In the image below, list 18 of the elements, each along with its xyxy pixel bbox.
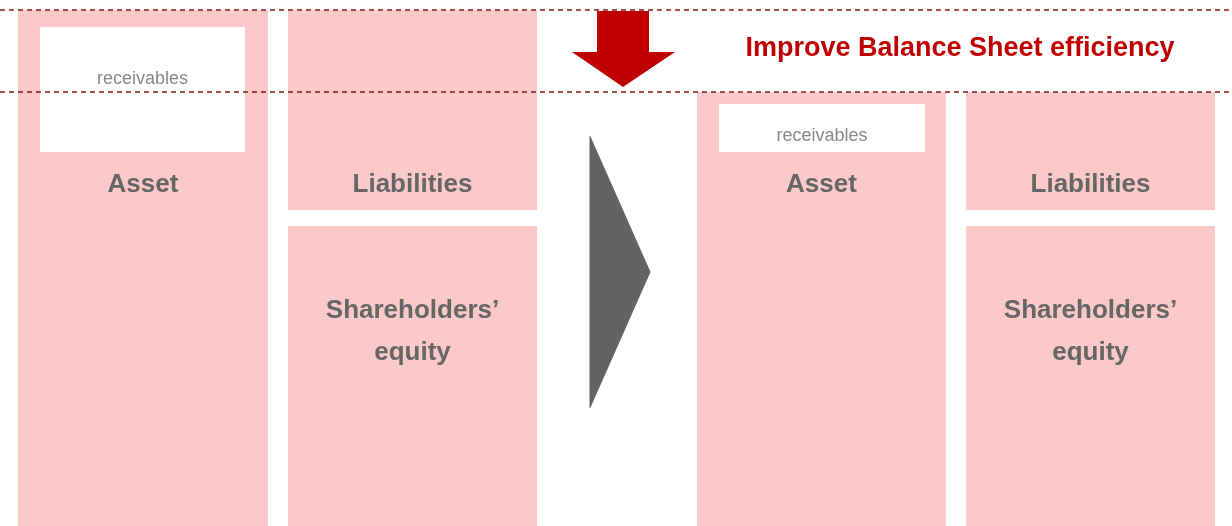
receivables-box [40, 27, 245, 152]
receivables-box [719, 104, 925, 152]
balance-sheet-block [966, 92, 1215, 210]
balance-sheet-block [966, 226, 1215, 526]
balance-sheet-block [288, 226, 537, 526]
balance-sheet-block [288, 10, 537, 210]
box-label: receivables [95, 67, 189, 89]
chevron-arrow [589, 136, 651, 408]
balance-sheet-block [697, 92, 946, 526]
block-label: Asset [785, 167, 858, 200]
headline: Improve Balance Sheet efficiency [744, 32, 1176, 63]
block-label: Liabilities [1029, 167, 1152, 200]
box-label: receivables [775, 124, 869, 146]
block-label: Liabilities [351, 167, 474, 200]
block-label: Shareholders’ equity [1002, 293, 1179, 368]
block-label: Shareholders’ equity [324, 293, 501, 368]
balance-sheet-block [18, 10, 268, 526]
block-label: Asset [106, 167, 180, 200]
